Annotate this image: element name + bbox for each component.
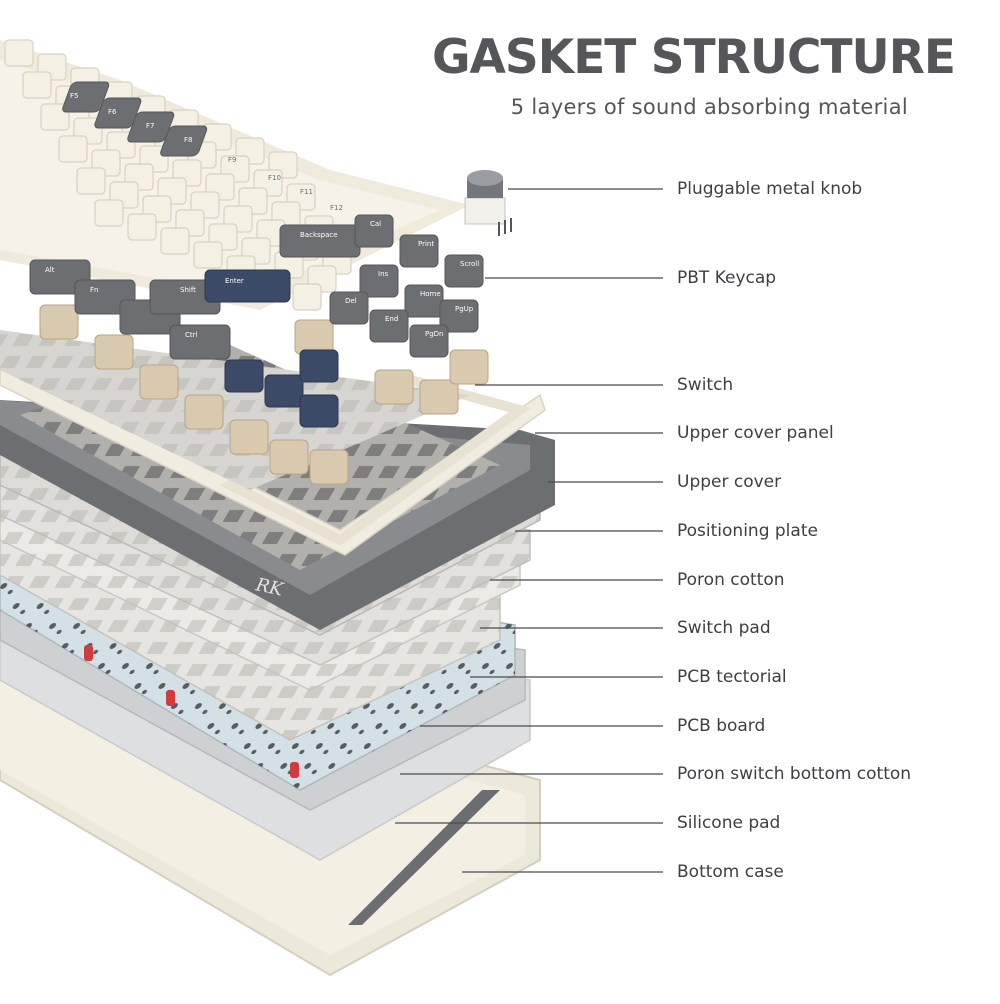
keycap-legend: Scroll [460,260,479,268]
keycap-legend: Shift [180,286,196,294]
callout-switch-pad: Switch pad [677,618,771,638]
keycaps-layer: F5F6F7F8F9F10F11F12CalPrintScrollInsHome… [0,39,484,428]
page-title: GASKET STRUCTURE [431,30,956,85]
callout-pcb-tectorial: PCB tectorial [677,667,787,687]
keycap-legend: Fn [90,286,98,294]
keycap-legend: Del [345,297,357,305]
keycap-legend: PgUp [455,305,474,313]
callout-poron-switch-bottom-cotton: Poron switch bottom cotton [677,764,912,784]
keycap-legend: Enter [225,277,244,285]
switches-layer [39,304,489,485]
callout-upper-cover-panel: Upper cover panel [677,423,834,443]
keycap-legend: F7 [146,122,154,130]
callout-pcb-board: PCB board [677,716,766,736]
keycap-cream [40,103,70,131]
callout-pbt-keycap: PBT Keycap [677,268,777,288]
keycap-legend: Alt [45,266,55,274]
keycap-cream [292,283,322,311]
keycap-legend: Ctrl [185,331,198,339]
callout-upper-cover: Upper cover [677,472,782,492]
keycap-cream [160,227,190,255]
keycap-legend: F10 [268,174,281,182]
keycap-cream [193,241,223,269]
callout-metal-knob: Pluggable metal knob [677,179,863,199]
keycap-legend: F9 [228,156,236,164]
keycap-legend: Print [418,240,434,248]
keycap-legend: F12 [330,204,343,212]
callout-switch: Switch [677,375,734,395]
upper-cover-panel-layer [0,330,546,556]
callout-positioning-plate: Positioning plate [677,521,818,541]
metal-knob [464,170,512,236]
keycap-cream [94,199,124,227]
keycap-legend: Ins [378,270,389,278]
keycap-cream [22,71,52,99]
keycap-cream [4,39,34,67]
keycap-legend: F8 [184,136,192,144]
keycap-cream [58,135,88,163]
keycap-cream [76,167,106,195]
keycap-legend: F5 [70,92,78,100]
page-subtitle: 5 layers of sound absorbing material [510,95,908,119]
keycap-legend: F6 [108,108,117,116]
keycap-legend: End [385,315,398,323]
leader-lines [395,188,663,873]
keycap-legend: Home [420,290,441,298]
keycap-legend: Backspace [300,231,338,239]
keycap-legend: PgDn [425,330,444,338]
callout-silicone-pad: Silicone pad [677,813,781,833]
keycap-cream [127,213,157,241]
callout-bottom-case: Bottom case [677,862,784,882]
callout-poron-cotton: Poron cotton [677,570,785,590]
keycap-legend: Cal [370,220,381,228]
keycap-legend: F11 [300,188,313,196]
